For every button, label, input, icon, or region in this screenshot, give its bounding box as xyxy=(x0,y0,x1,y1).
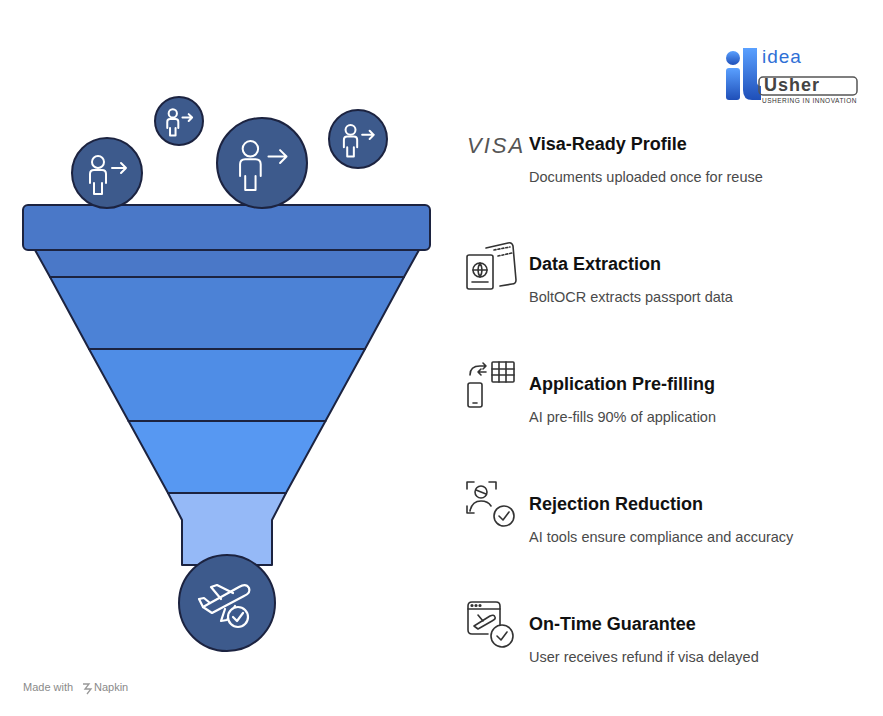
logo-word: idea xyxy=(762,46,802,69)
item-heading: Data Extraction xyxy=(529,254,661,276)
item-body: AI pre-fills 90% of application xyxy=(529,409,716,426)
visa-mark: VISA xyxy=(467,133,525,159)
item-body: BoltOCR extracts passport data xyxy=(529,289,733,306)
funnel-rim xyxy=(23,205,430,250)
funnel-band xyxy=(35,250,419,277)
logo-word: Usher xyxy=(764,75,820,97)
logo-tagline: USHERING IN INNOVATION xyxy=(762,97,857,105)
people-circles xyxy=(72,97,387,208)
item-heading: Application Pre-filling xyxy=(529,374,715,396)
plane-circle xyxy=(179,555,275,651)
prefill-icon xyxy=(468,362,514,407)
item-body: User receives refund if visa delayed xyxy=(529,649,759,666)
watermark: Made with xyxy=(23,681,73,694)
item-heading: Rejection Reduction xyxy=(529,494,703,516)
item-body: AI tools ensure compliance and accuracy xyxy=(529,529,793,546)
item-icons xyxy=(467,243,516,647)
funnel-band xyxy=(50,277,404,349)
item-body: Documents uploaded once for reuse xyxy=(529,169,763,186)
item-heading: On-Time Guarantee xyxy=(529,614,696,636)
ontime-icon xyxy=(468,602,513,647)
watermark: Napkin xyxy=(94,681,128,694)
passport-icon xyxy=(467,243,516,289)
scan-icon xyxy=(467,482,514,526)
funnel xyxy=(23,205,430,565)
funnel-band xyxy=(129,421,326,493)
item-heading: Visa-Ready Profile xyxy=(529,134,687,156)
funnel-band xyxy=(89,349,365,421)
napkin-mark xyxy=(83,684,91,694)
